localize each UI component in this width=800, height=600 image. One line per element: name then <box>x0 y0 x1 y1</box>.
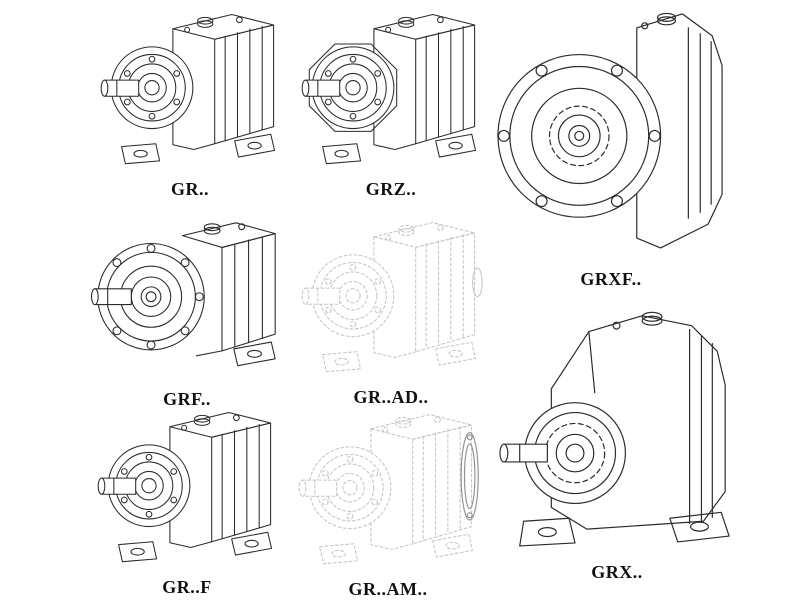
am-adapter-flange <box>460 432 479 521</box>
gr-am-gearbox-phantom-drawing <box>293 406 479 577</box>
model-label-grxf: GRXF.. <box>580 268 642 289</box>
model-figure-gr-am: GR..AM.. <box>293 406 483 600</box>
grz-gearbox-drawing <box>296 6 486 177</box>
model-figure-grf: GRF.. <box>86 210 288 410</box>
model-figure-gr-ad: GR..AD.. <box>296 214 486 408</box>
model-figure-gr-f: GR..F <box>92 404 282 598</box>
model-figure-grx: GRX.. <box>496 298 738 583</box>
model-label-grx: GRX.. <box>591 561 643 582</box>
model-label-grf: GRF.. <box>163 389 211 410</box>
model-figure-grxf: GRXF.. <box>492 4 730 290</box>
model-label-gr: GR.. <box>171 179 209 199</box>
gr-f-gearbox-drawing <box>92 404 282 575</box>
model-figure-grz: GRZ.. <box>296 6 486 200</box>
model-label-gr-f: GR..F <box>162 577 212 597</box>
model-label-grz: GRZ.. <box>365 179 417 199</box>
model-label-gr-ad: GR..AD.. <box>353 387 429 407</box>
grf-gearbox-drawing <box>86 210 288 387</box>
gr-gearbox-drawing <box>95 6 285 177</box>
grx-gearbox-drawing <box>496 298 738 560</box>
model-figure-gr: GR.. <box>95 6 285 200</box>
grxf-gearbox-drawing <box>492 4 730 267</box>
gr-ad-gearbox-phantom-drawing <box>296 214 483 385</box>
model-label-gr-am: GR..AM.. <box>348 579 428 599</box>
